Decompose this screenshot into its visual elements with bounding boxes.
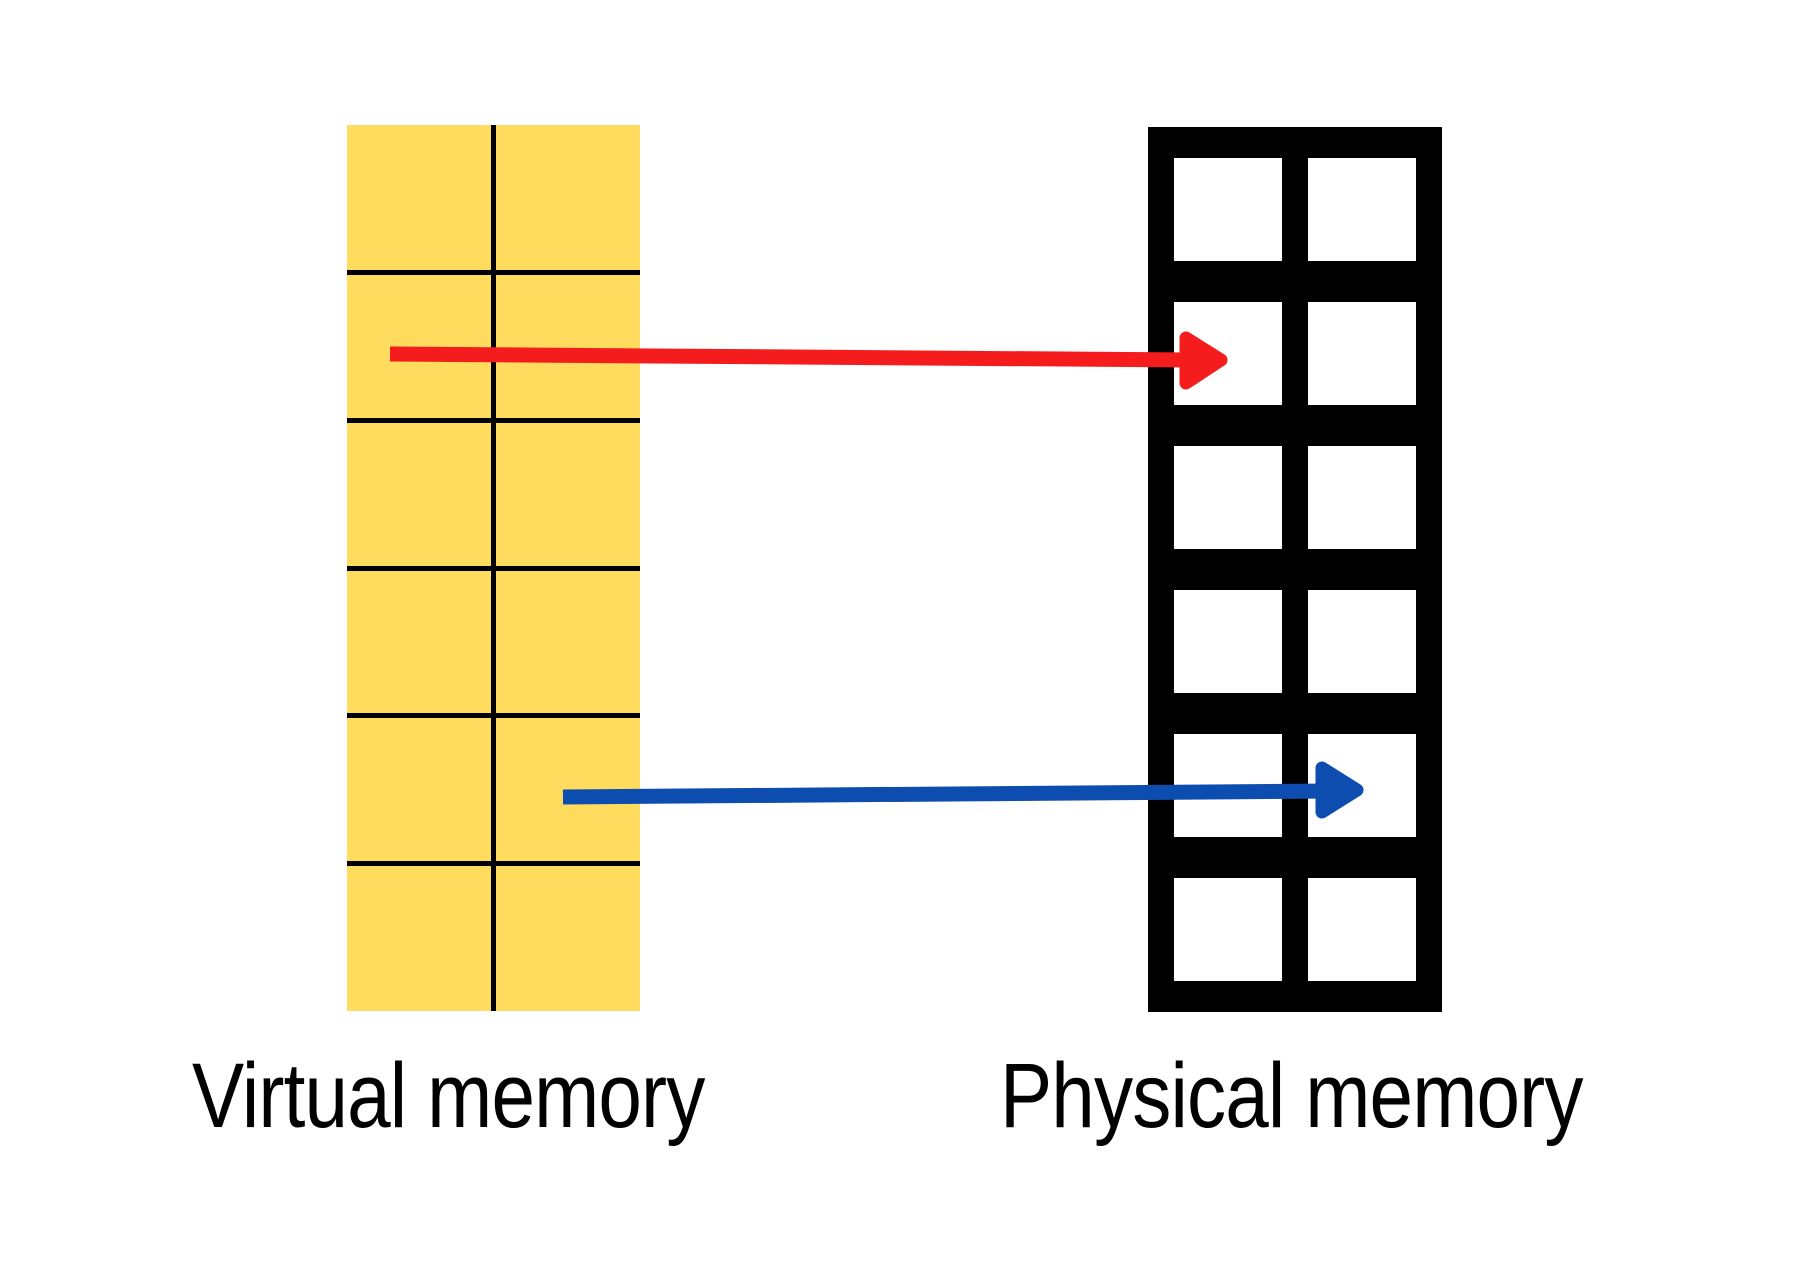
physical-frame-cell xyxy=(1308,878,1416,981)
physical-frame-cell xyxy=(1308,446,1416,549)
physical-frame-cell xyxy=(1174,446,1282,549)
physical-frame-cell xyxy=(1174,590,1282,693)
physical-frame-cell xyxy=(1308,158,1416,261)
physical-frame-cell xyxy=(1308,302,1416,405)
physical-frame-cell xyxy=(1174,302,1282,405)
physical-frame-cell xyxy=(1174,734,1282,837)
virtual-grid-line-horizontal xyxy=(347,713,640,719)
physical-frame-cell xyxy=(1174,878,1282,981)
virtual-memory-grid xyxy=(347,125,640,1011)
physical-memory-grid xyxy=(1148,127,1442,1012)
physical-frame-cell xyxy=(1174,158,1282,261)
virtual-grid-line-horizontal xyxy=(347,417,640,423)
physical-memory-label: Physical memory xyxy=(1000,1045,1583,1147)
virtual-grid-line-horizontal xyxy=(347,270,640,276)
physical-frame-cell xyxy=(1308,734,1416,837)
virtual-grid-line-horizontal xyxy=(347,860,640,866)
virtual-grid-line-horizontal xyxy=(347,565,640,571)
virtual-memory-label: Virtual memory xyxy=(192,1045,705,1147)
physical-frame-cell xyxy=(1308,590,1416,693)
